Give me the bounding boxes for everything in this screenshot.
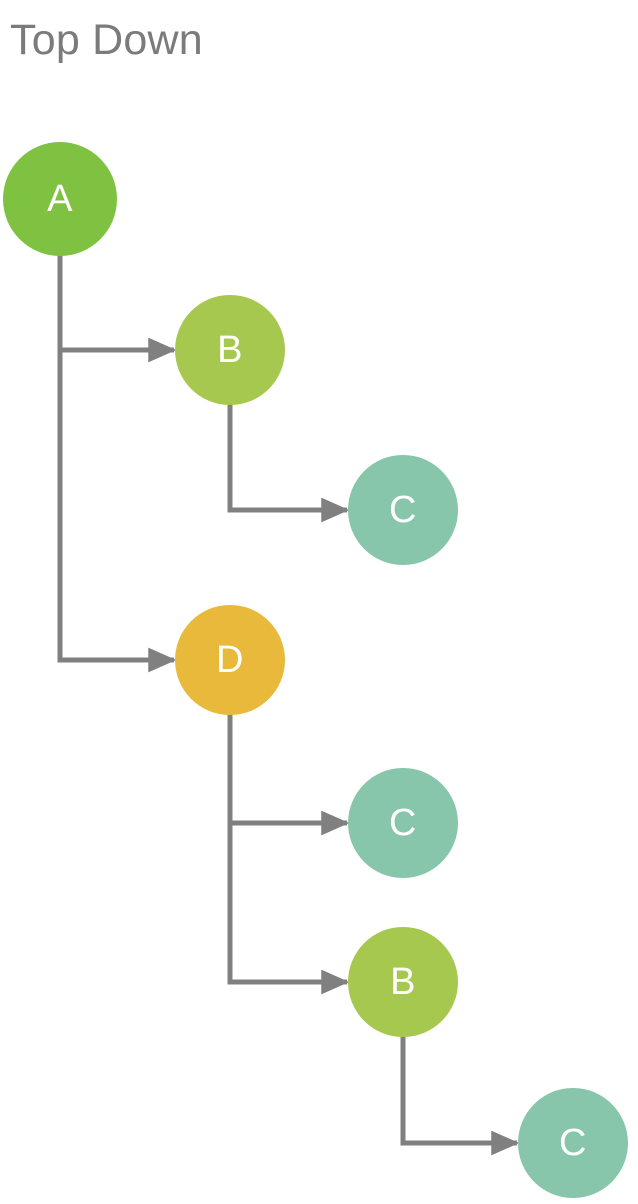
node-c[interactable]: C xyxy=(348,455,458,565)
node-b[interactable]: B xyxy=(175,295,285,405)
edge-a-to-d xyxy=(57,254,177,673)
edge-d-to-b xyxy=(227,713,350,995)
edge-b-to-c xyxy=(400,1035,520,1156)
edge-b-to-c xyxy=(227,403,350,523)
node-label: B xyxy=(217,329,243,371)
node-c[interactable]: C xyxy=(348,768,458,878)
node-a[interactable]: A xyxy=(3,142,117,256)
node-label: C xyxy=(389,802,417,844)
node-label: D xyxy=(216,639,244,681)
node-label: C xyxy=(559,1122,587,1164)
node-d[interactable]: D xyxy=(175,605,285,715)
node-label: A xyxy=(47,178,73,220)
node-b[interactable]: B xyxy=(348,927,458,1037)
node-c[interactable]: C xyxy=(518,1088,628,1198)
node-label: C xyxy=(389,489,417,531)
page-title: Top Down xyxy=(10,16,203,64)
node-label: B xyxy=(390,961,416,1003)
